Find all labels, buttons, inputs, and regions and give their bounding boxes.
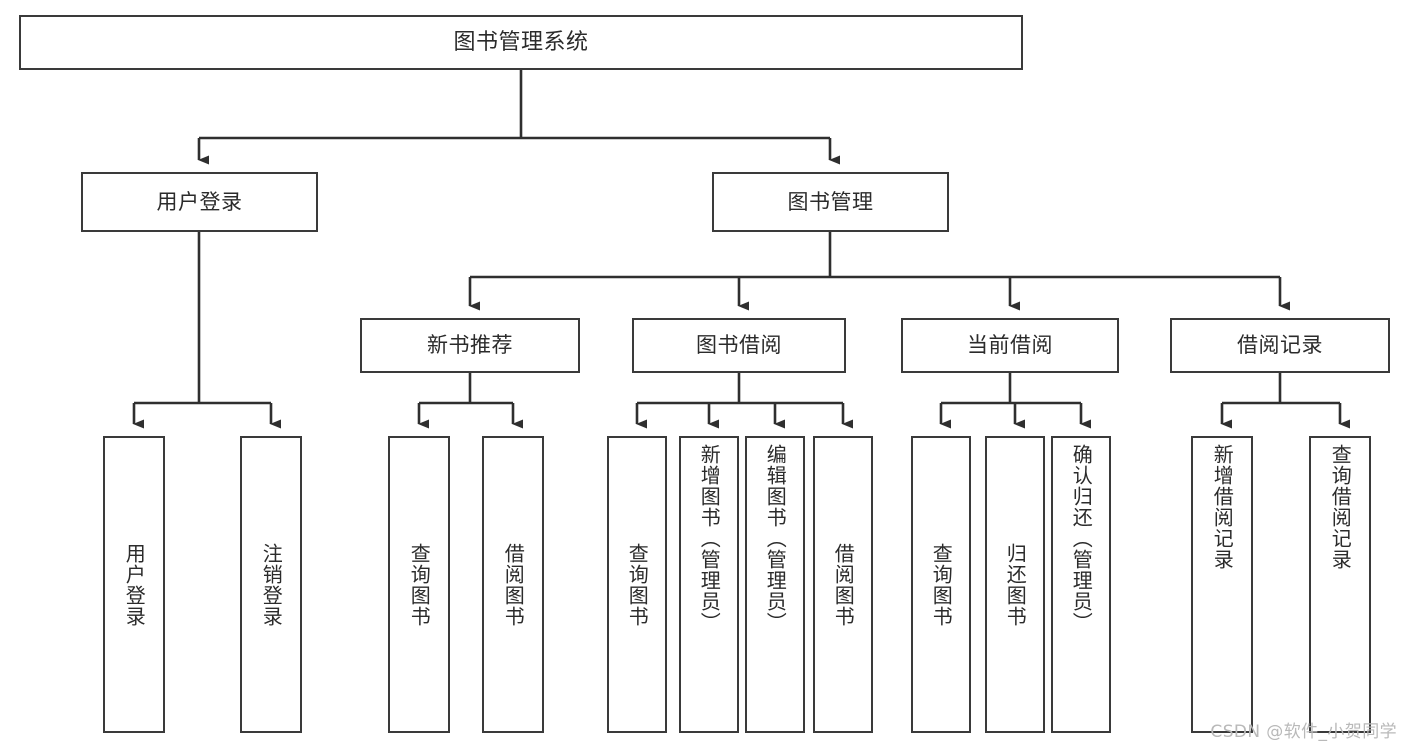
node-label: 查询图书 [407,542,432,627]
node-newbook[interactable]: 新书推荐 [360,318,580,373]
node-l4-5[interactable]: 查询图书 [607,436,667,733]
node-label: 查询图书 [929,542,954,627]
node-label: 编辑图书（管理员） [763,444,788,633]
node-label: 新增借阅记录 [1210,444,1235,570]
node-l4-8[interactable]: 借阅图书 [813,436,873,733]
node-label: 借阅图书 [831,542,856,627]
node-label: 查询借阅记录 [1328,444,1353,570]
node-current[interactable]: 当前借阅 [901,318,1119,373]
node-borrow[interactable]: 图书借阅 [632,318,846,373]
node-l4-4[interactable]: 借阅图书 [482,436,544,733]
node-l4-10[interactable]: 归还图书 [985,436,1045,733]
node-root[interactable]: 图书管理系统 [19,15,1023,70]
csdn-watermark: CSDN @软件_小贺同学 [1210,722,1397,742]
node-login[interactable]: 用户登录 [81,172,318,232]
node-l4-3[interactable]: 查询图书 [388,436,450,733]
node-label: 借阅记录 [1237,333,1323,358]
node-label: 确认归还（管理员） [1069,444,1094,633]
node-l4-6[interactable]: 新增图书（管理员） [679,436,739,733]
node-label: 用户登录 [156,189,243,214]
node-label: 新增图书（管理员） [697,444,722,633]
node-label: 图书管理系统 [453,29,589,55]
node-l4-13[interactable]: 查询借阅记录 [1309,436,1371,733]
node-l4-2[interactable]: 注销登录 [240,436,302,733]
node-label: 新书推荐 [427,333,513,358]
node-label: 借阅图书 [501,542,526,627]
node-l4-11[interactable]: 确认归还（管理员） [1051,436,1111,733]
node-label: 当前借阅 [967,333,1053,358]
node-l4-12[interactable]: 新增借阅记录 [1191,436,1253,733]
node-l4-1[interactable]: 用户登录 [103,436,165,733]
node-label: 查询图书 [625,542,650,627]
node-label: 归还图书 [1003,542,1028,627]
node-bookmgmt[interactable]: 图书管理 [712,172,949,232]
node-label: 用户登录 [122,542,147,627]
node-records[interactable]: 借阅记录 [1170,318,1390,373]
node-label: 注销登录 [259,542,284,627]
node-l4-7[interactable]: 编辑图书（管理员） [745,436,805,733]
node-label: 图书借阅 [696,333,782,358]
node-l4-9[interactable]: 查询图书 [911,436,971,733]
node-label: 图书管理 [787,189,874,214]
